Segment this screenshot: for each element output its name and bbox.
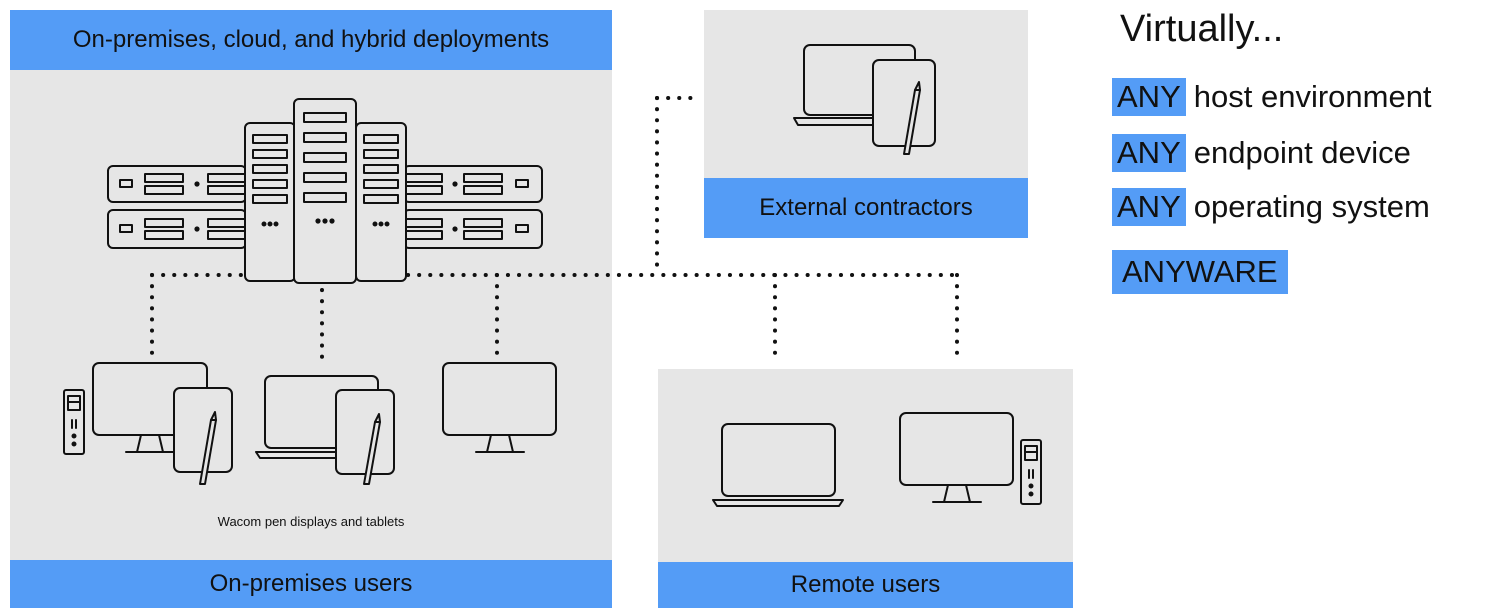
any-row-os: ANY operating system <box>1112 188 1430 226</box>
onprem-header: On-premises, cloud, and hybrid deploymen… <box>10 10 612 70</box>
any-highlight: ANY <box>1112 134 1186 172</box>
pen-tablet-icon <box>872 59 936 155</box>
any-highlight: ANY <box>1112 78 1186 116</box>
pen-tablet-icon <box>173 387 233 485</box>
any-highlight: ANY <box>1112 188 1186 226</box>
desktop-tower-icon <box>1020 439 1042 505</box>
tagline: Virtually... <box>1120 8 1284 50</box>
external-label: External contractors <box>704 178 1028 238</box>
any-text: operating system <box>1193 189 1430 224</box>
onprem-footer: On-premises users <box>10 560 612 608</box>
anyware-row: ANYWARE <box>1112 250 1288 294</box>
desktop-tower-icon <box>63 389 85 455</box>
any-text: host environment <box>1193 79 1432 114</box>
any-row-host: ANY host environment <box>1112 78 1432 116</box>
pen-tablet-icon <box>335 389 395 485</box>
monitor-icon <box>442 362 557 453</box>
server-rack-icon <box>107 98 543 284</box>
wacom-caption: Wacom pen displays and tablets <box>217 514 405 529</box>
anyware-highlight: ANYWARE <box>1112 250 1288 294</box>
any-row-endpoint: ANY endpoint device <box>1112 134 1411 172</box>
laptop-icon <box>712 423 844 507</box>
monitor-icon <box>899 412 1014 503</box>
remote-label: Remote users <box>658 562 1073 608</box>
any-text: endpoint device <box>1193 135 1411 170</box>
